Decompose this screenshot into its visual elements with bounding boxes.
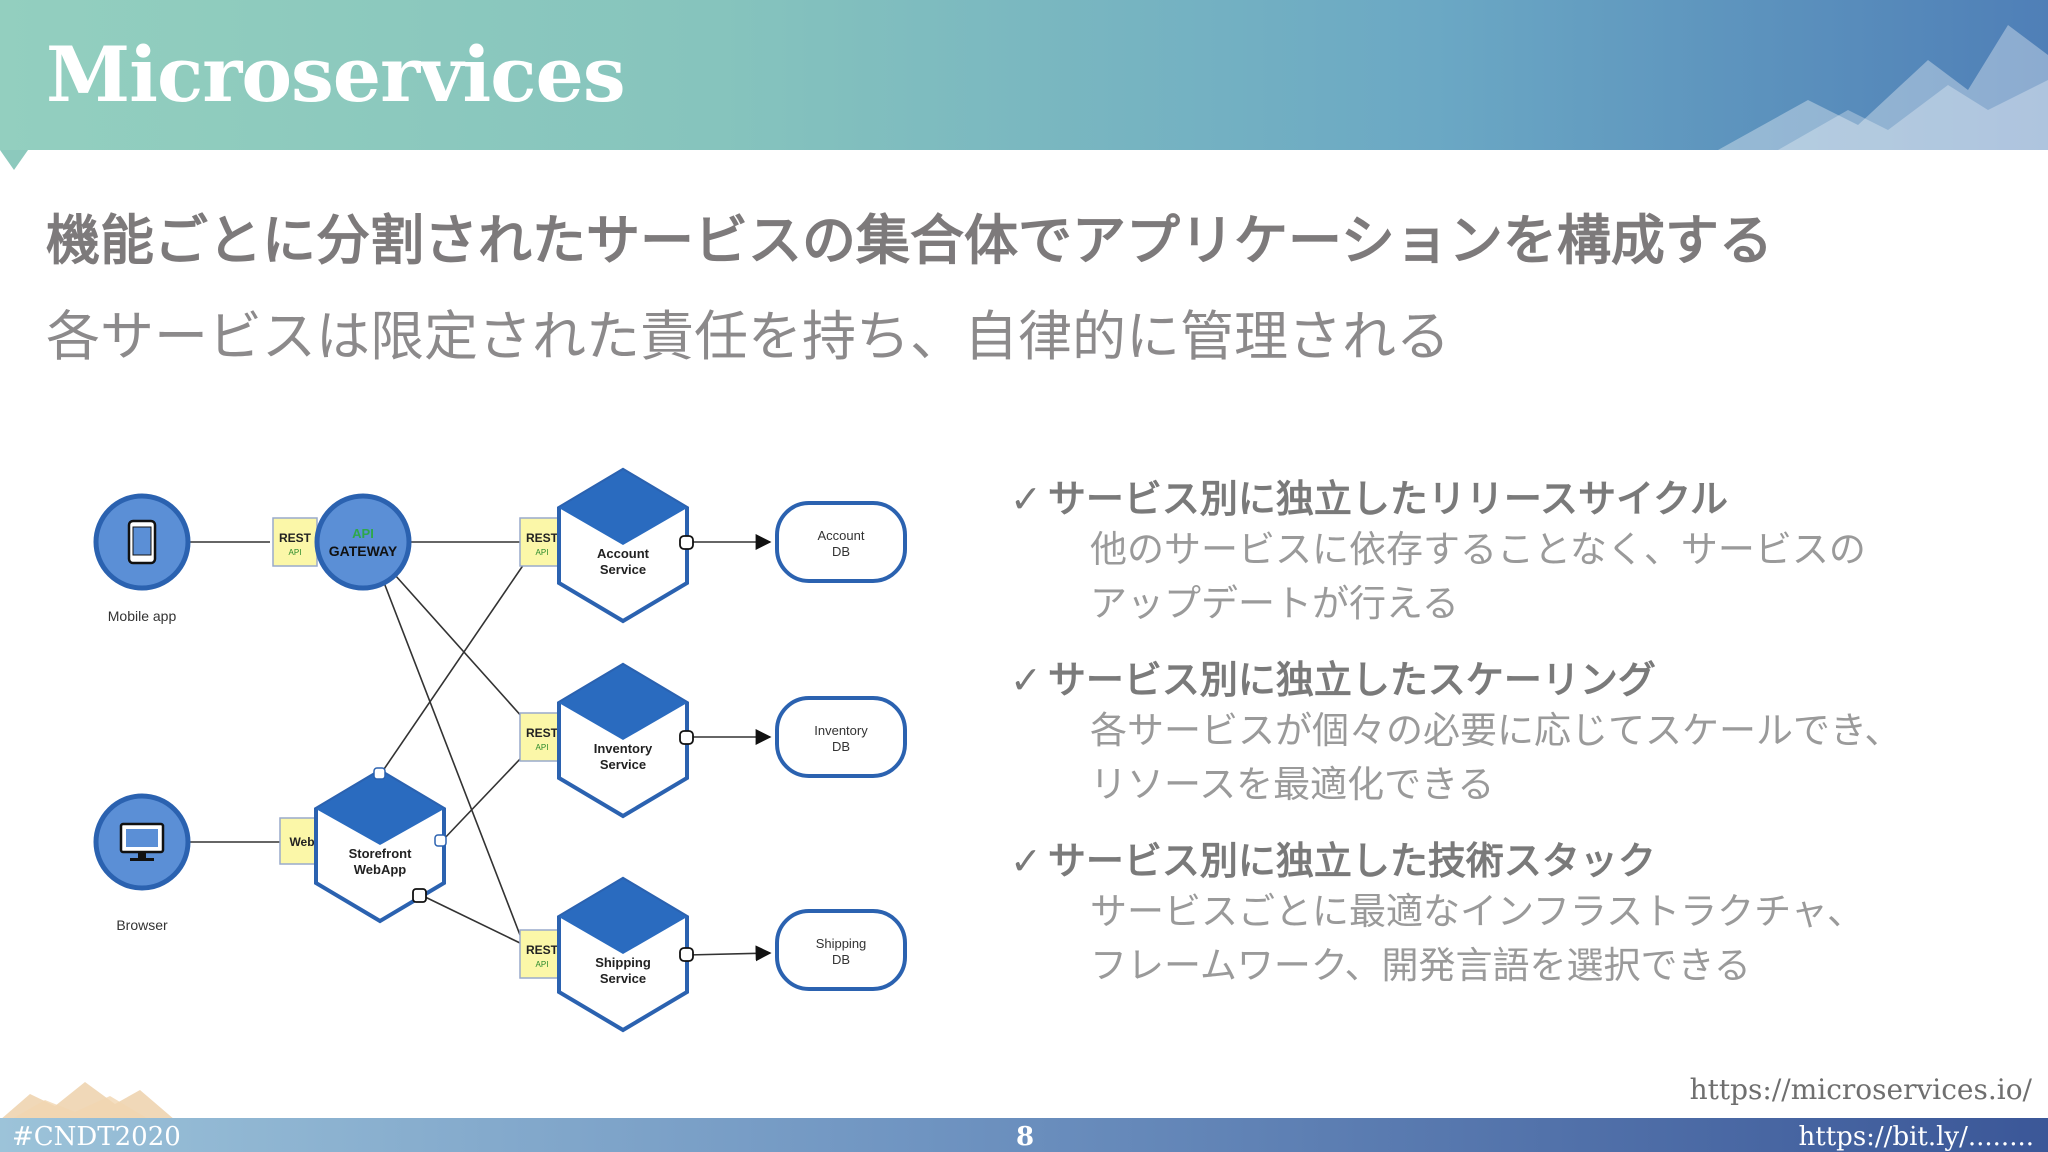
slide-title: Microservices [46, 30, 626, 119]
svg-text:Inventory: Inventory [594, 741, 653, 756]
header-notch [0, 150, 28, 170]
benefits-list: ✓サービス別に独立したリリースサイクル 他のサービスに依存することなく、サービス… [1010, 468, 2030, 1011]
bullet-scaling: ✓サービス別に独立したスケーリング 各サービスが個々の必要に応じてスケールでき、… [1010, 649, 2030, 812]
api-gateway-node: API GATEWAY [314, 493, 412, 591]
svg-text:Shipping: Shipping [816, 936, 867, 951]
svg-text:Service: Service [600, 971, 646, 986]
browser-label: Browser [116, 917, 168, 933]
svg-text:GATEWAY: GATEWAY [329, 543, 398, 559]
architecture-diagram: Mobile app Browser REST API API GATEWAY … [93, 467, 907, 1033]
svg-text:REST: REST [526, 943, 559, 957]
bullet-line: フレームワーク、開発言語を選択できる [1090, 944, 1751, 987]
inventory-service-node: REST API Inventory Service [519, 662, 694, 819]
inventory-db-node: Inventory DB [775, 696, 907, 778]
check-icon: ✓ [1010, 658, 1042, 702]
slide-subheading: 各サービスは限定された責任を持ち、自律的に管理される [46, 305, 1450, 368]
svg-text:DB: DB [832, 739, 850, 754]
svg-text:API: API [289, 548, 302, 557]
reference-link[interactable]: https://microservices.io/ [1689, 1073, 2032, 1106]
account-service-node: REST API Account Service [519, 467, 694, 624]
header-mountains [1718, 25, 2048, 150]
svg-text:Inventory: Inventory [814, 723, 868, 738]
svg-text:WebApp: WebApp [354, 862, 407, 877]
connector-lines [190, 534, 772, 962]
mobile-app-node: Mobile app [93, 493, 191, 624]
svg-text:REST: REST [279, 531, 312, 545]
svg-text:REST: REST [526, 531, 559, 545]
bullet-release-cycle: ✓サービス別に独立したリリースサイクル 他のサービスに依存することなく、サービス… [1010, 468, 2030, 631]
svg-text:API: API [536, 960, 549, 969]
footer-bar [0, 1118, 2048, 1152]
svg-text:Shipping: Shipping [595, 955, 651, 970]
bullet-line: 各サービスが個々の必要に応じてスケールでき、 [1090, 709, 1902, 752]
svg-text:API: API [536, 548, 549, 557]
shipping-db-node: Shipping DB [775, 909, 907, 991]
footer-mountains [0, 1082, 175, 1120]
mobile-app-label: Mobile app [108, 608, 177, 624]
footer-short-link[interactable]: https://bit.ly/........ [1798, 1122, 2034, 1152]
browser-node: Browser [93, 793, 191, 933]
bullet-title: サービス別に独立したスケーリング [1047, 658, 1656, 702]
svg-text:Service: Service [600, 562, 646, 577]
storefront-webapp-node: Storefront WebApp [314, 767, 447, 924]
bullet-title: サービス別に独立したリリースサイクル [1047, 477, 1729, 521]
svg-text:Account: Account [597, 546, 650, 561]
svg-text:Account: Account [818, 528, 865, 543]
bullet-line: 他のサービスに依存することなく、サービスの [1090, 528, 1866, 571]
svg-text:REST: REST [526, 726, 559, 740]
bullet-line: リソースを最適化できる [1090, 763, 1495, 806]
bullet-line: アップデートが行える [1090, 582, 1459, 625]
page-number: 8 [1016, 1122, 1035, 1152]
account-db-node: Account DB [775, 501, 907, 583]
svg-text:Web: Web [289, 835, 314, 849]
svg-text:Service: Service [600, 757, 646, 772]
check-icon: ✓ [1010, 839, 1042, 883]
svg-text:API: API [536, 743, 549, 752]
slide-heading: 機能ごとに分割されたサービスの集合体でアプリケーションを構成する [46, 209, 1773, 272]
shipping-service-node: REST API Shipping Service [519, 876, 694, 1033]
bullet-title: サービス別に独立した技術スタック [1047, 839, 1656, 883]
svg-text:Storefront: Storefront [349, 846, 413, 861]
footer-hashtag: #CNDT2020 [12, 1122, 181, 1152]
gateway-rest-badge: REST API [272, 517, 318, 567]
svg-text:API: API [352, 526, 374, 541]
svg-text:DB: DB [832, 544, 850, 559]
bullet-tech-stack: ✓サービス別に独立した技術スタック サービスごとに最適なインフラストラクチャ、 … [1010, 830, 2030, 993]
check-icon: ✓ [1010, 477, 1042, 521]
bullet-line: サービスごとに最適なインフラストラクチャ、 [1090, 890, 1865, 933]
header-bar [0, 0, 2048, 150]
svg-text:DB: DB [832, 952, 850, 967]
